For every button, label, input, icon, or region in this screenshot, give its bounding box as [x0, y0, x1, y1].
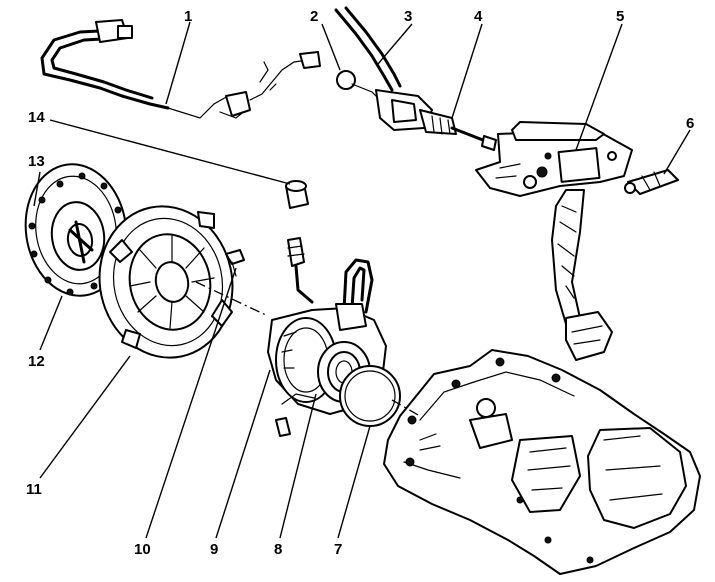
master-cylinder-part	[334, 6, 497, 151]
o-ring-part	[339, 365, 401, 427]
callout-labels: 1 2 3 4 5 6 7 8 9 10 11 12 13 14	[26, 8, 694, 558]
label-12: 12	[28, 353, 45, 370]
label-5: 5	[616, 8, 624, 25]
bleed-cap-part	[285, 180, 314, 304]
label-14: 14	[28, 109, 45, 126]
gearbox-housing-part	[383, 349, 701, 575]
label-9: 9	[210, 541, 218, 558]
label-13: 13	[28, 153, 45, 170]
label-10: 10	[134, 541, 151, 558]
clutch-pedal-assembly-part	[475, 121, 633, 361]
label-6: 6	[686, 115, 694, 132]
label-2: 2	[310, 8, 318, 25]
assembly-centerline-rear	[391, 399, 421, 417]
label-3: 3	[404, 8, 412, 25]
label-11: 11	[26, 481, 42, 498]
pedal-switch-part	[624, 169, 679, 195]
label-7: 7	[334, 541, 342, 558]
bolt-part	[225, 249, 245, 277]
label-1: 1	[184, 8, 192, 25]
pressure-plate-part	[98, 205, 234, 359]
label-8: 8	[274, 541, 282, 558]
assembly-centerline	[195, 281, 269, 317]
hydraulic-line-part	[40, 19, 321, 119]
label-4: 4	[474, 8, 483, 25]
leader-lines	[33, 21, 691, 539]
